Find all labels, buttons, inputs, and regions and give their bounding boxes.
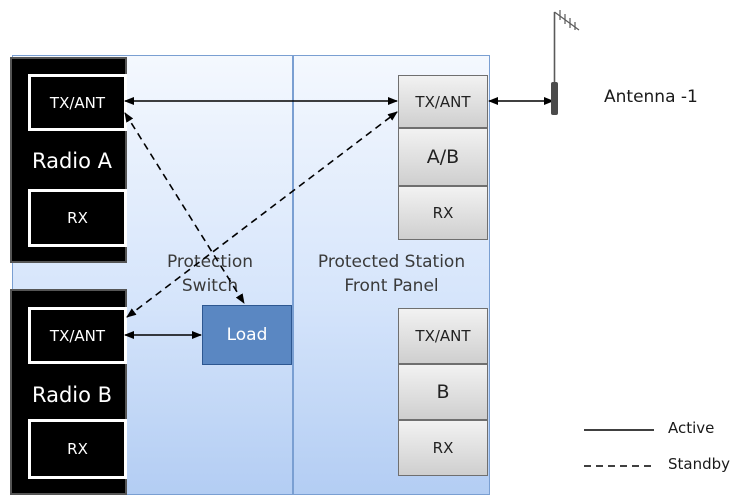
radio-a-rx: RX (28, 189, 127, 247)
radio-b-name: Radio B (22, 375, 122, 415)
station-b-mode-label: B (436, 381, 450, 403)
radio-a: TX/ANT Radio A RX (10, 57, 127, 263)
radio-a-name: Radio A (22, 141, 122, 181)
radio-a-rx-label: RX (67, 209, 88, 227)
antenna-icon (551, 10, 580, 115)
radio-b-tx-ant: TX/ANT (28, 307, 127, 364)
radio-b-rx: RX (28, 419, 127, 479)
station-a-mode-label: A/B (426, 146, 460, 168)
station-b-mode: B (398, 364, 488, 420)
station-a-rx: RX (398, 186, 488, 240)
load-label: Load (226, 325, 268, 345)
radio-b-rx-label: RX (67, 440, 88, 458)
station-a-rx-label: RX (432, 204, 454, 222)
station-a-tx-ant-label: TX/ANT (415, 92, 471, 111)
standby-link-radio-b-to-station (126, 111, 398, 318)
station-a-mode: A/B (398, 128, 488, 186)
radio-b-tx-ant-label: TX/ANT (49, 326, 106, 345)
radio-b-name-text: Radio B (31, 383, 113, 407)
station-b-tx-ant-label: TX/ANT (415, 327, 471, 345)
station-a-tx-ant: TX/ANT (398, 75, 488, 128)
legend-standby-label: Standby (668, 455, 731, 473)
radio-a-tx-ant-label: TX/ANT (49, 93, 106, 112)
station-b-rx: RX (398, 420, 488, 476)
standby-link-radio-a-to-load (124, 112, 245, 304)
legend-active-label: Active (668, 419, 715, 437)
antenna-label: Antenna -1 (604, 87, 698, 107)
station-b-rx-label: RX (432, 439, 454, 457)
radio-b: TX/ANT Radio B RX (10, 289, 127, 495)
station-b-tx-ant: TX/ANT (398, 308, 488, 364)
radio-a-name-text: Radio A (31, 149, 113, 173)
